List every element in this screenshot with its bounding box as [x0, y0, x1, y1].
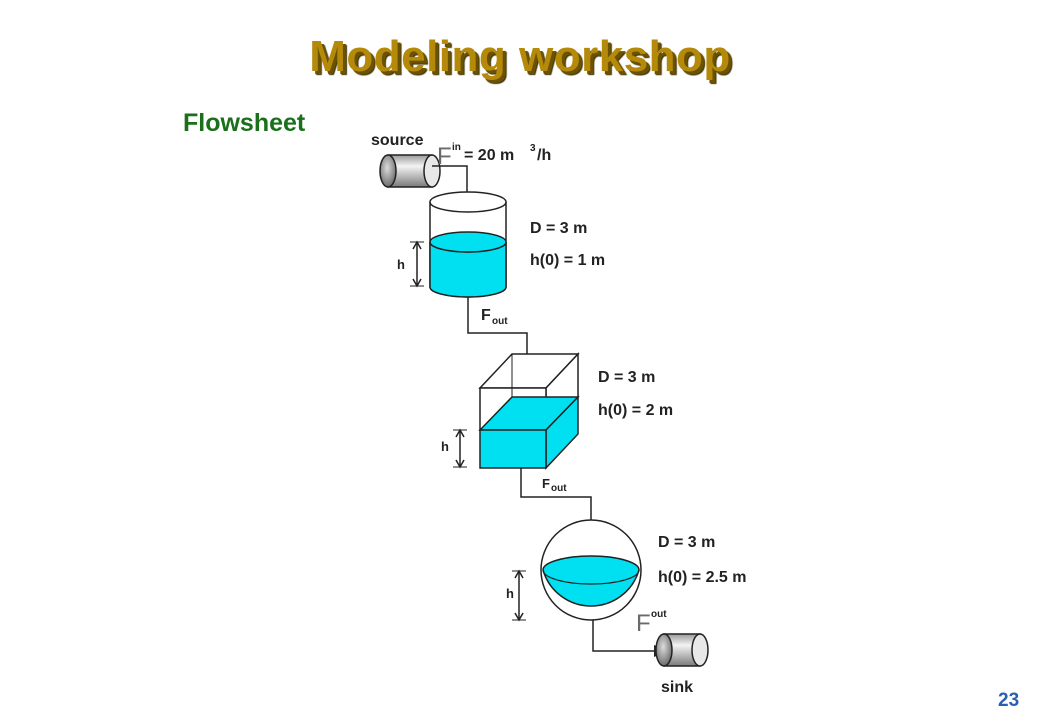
sink-cylinder — [655, 633, 709, 667]
slide-title: Modeling workshop — [309, 32, 731, 81]
tank1-diameter: D = 3 m — [530, 220, 587, 237]
pipe-tank2-to-tank3 — [520, 468, 597, 539]
pipe-tank1-to-tank2 — [467, 297, 533, 374]
tank3-h-label: h — [506, 586, 514, 601]
fout2-sub: out — [551, 483, 567, 494]
slide-subtitle: Flowsheet — [183, 109, 306, 137]
source-label: source — [371, 132, 424, 149]
tank1-initial-height: h(0) = 1 m — [530, 252, 605, 269]
flow-in-symbol: F — [437, 143, 452, 170]
page-number: 23 — [998, 690, 1020, 711]
fout1-sub: out — [492, 316, 508, 327]
fout3-symbol: F — [636, 610, 651, 637]
tank2-diameter: D = 3 m — [598, 369, 655, 386]
sink-label: sink — [661, 679, 693, 696]
flow-in-unit-rest: /h — [537, 147, 551, 164]
tank3-level-indicator — [512, 569, 526, 622]
pipe-tank3-to-sink — [592, 620, 668, 657]
tank2-h-label: h — [441, 439, 449, 454]
tank3-initial-height: h(0) = 2.5 m — [658, 569, 746, 586]
tank1-level-indicator — [410, 240, 424, 288]
flow-in-sup: in — [452, 142, 461, 153]
tank2-box — [478, 352, 580, 470]
fout2-symbol: F — [542, 476, 550, 491]
flow-in-label: F in = 20 m 3 /h — [437, 142, 551, 170]
tank3-sphere — [540, 519, 642, 621]
tank2-level-indicator — [453, 428, 467, 469]
source-cylinder — [379, 154, 441, 188]
tank1-cylinder — [429, 191, 507, 298]
flow-in-value: = 20 m — [464, 147, 514, 164]
tank1-h-label: h — [397, 257, 405, 272]
tank3-diameter: D = 3 m — [658, 534, 715, 551]
fout3-sup: out — [651, 609, 667, 620]
flow-in-unit-sup: 3 — [530, 143, 536, 154]
fout1-symbol: F — [481, 307, 491, 324]
tank2-initial-height: h(0) = 2 m — [598, 402, 673, 419]
